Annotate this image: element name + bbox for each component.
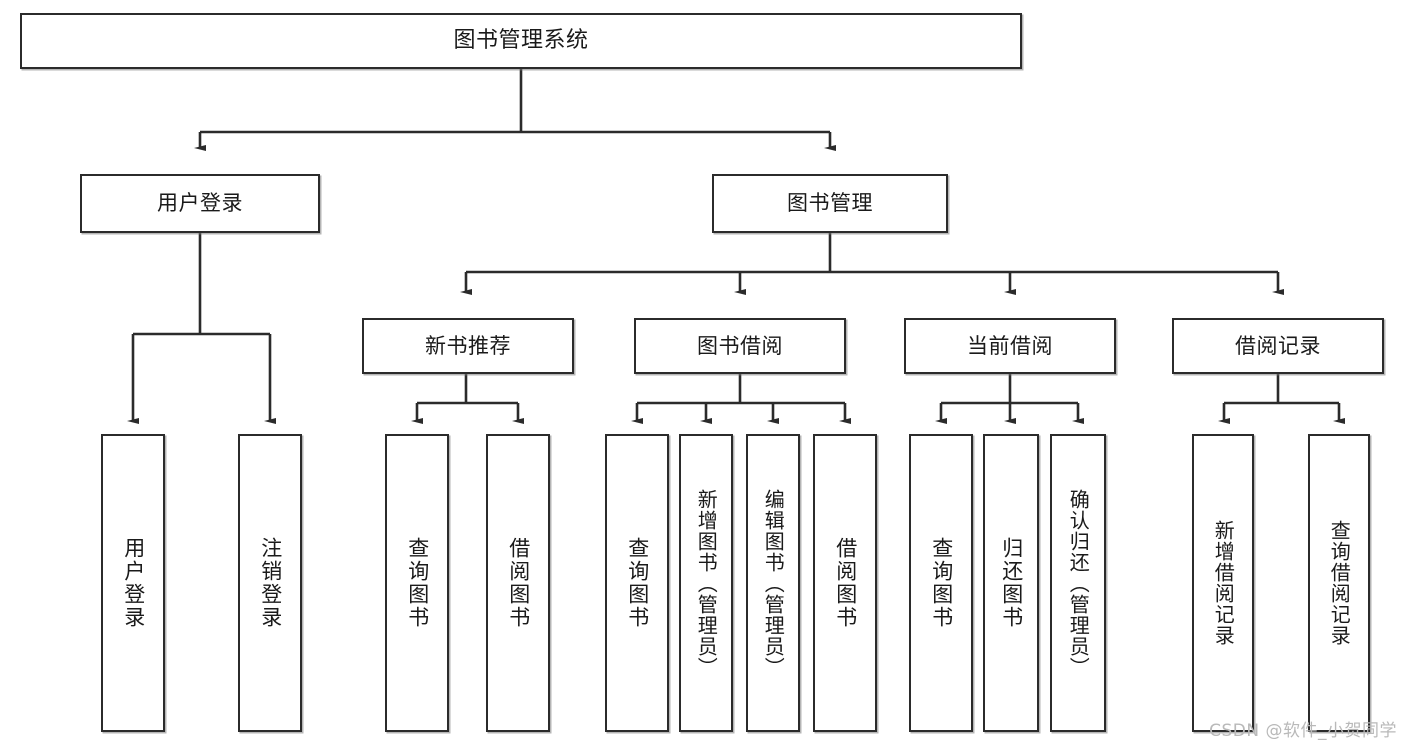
- node-label: 查询图书: [405, 537, 430, 629]
- node-leaf-query-book-3[interactable]: 查询图书: [909, 434, 973, 732]
- node-current-borrow[interactable]: 当前借阅: [904, 318, 1116, 374]
- node-leaf-query-record[interactable]: 查询借阅记录: [1308, 434, 1370, 732]
- node-label: 确认归还（管理员）: [1066, 488, 1091, 678]
- node-new-book-recommend[interactable]: 新书推荐: [362, 318, 574, 374]
- node-leaf-add-record[interactable]: 新增借阅记录: [1192, 434, 1254, 732]
- node-label: 图书借阅: [697, 333, 783, 358]
- node-label: 新书推荐: [425, 333, 511, 358]
- node-leaf-confirm-return[interactable]: 确认归还（管理员）: [1050, 434, 1106, 732]
- node-label: 归还图书: [999, 537, 1024, 629]
- node-user-login[interactable]: 用户登录: [80, 174, 320, 233]
- node-label: 查询借阅记录: [1327, 520, 1352, 646]
- node-book-management[interactable]: 图书管理: [712, 174, 948, 233]
- node-root-system[interactable]: 图书管理系统: [20, 13, 1022, 69]
- node-leaf-user-login[interactable]: 用户登录: [101, 434, 165, 732]
- node-leaf-query-book-1[interactable]: 查询图书: [385, 434, 449, 732]
- node-label: 借阅图书: [506, 537, 531, 629]
- node-label: 图书管理系统: [453, 28, 589, 54]
- node-label: 用户登录: [157, 191, 243, 216]
- csdn-watermark: CSDN @软件_小贺同学: [1209, 721, 1397, 741]
- node-book-borrow[interactable]: 图书借阅: [634, 318, 846, 374]
- node-leaf-query-book-2[interactable]: 查询图书: [605, 434, 669, 732]
- node-label: 借阅记录: [1235, 333, 1321, 358]
- node-leaf-logout[interactable]: 注销登录: [238, 434, 302, 732]
- node-label: 新增图书（管理员）: [694, 488, 719, 678]
- node-label: 用户登录: [121, 537, 146, 629]
- node-label: 借阅图书: [833, 537, 858, 629]
- node-label: 查询图书: [625, 537, 650, 629]
- node-leaf-borrow-book-1[interactable]: 借阅图书: [486, 434, 550, 732]
- node-leaf-edit-book[interactable]: 编辑图书（管理员）: [746, 434, 800, 732]
- node-label: 新增借阅记录: [1211, 520, 1236, 646]
- node-label: 图书管理: [787, 191, 873, 216]
- node-label: 查询图书: [929, 537, 954, 629]
- node-borrow-record[interactable]: 借阅记录: [1172, 318, 1384, 374]
- node-leaf-borrow-book-2[interactable]: 借阅图书: [813, 434, 877, 732]
- node-label: 编辑图书（管理员）: [761, 488, 786, 678]
- node-leaf-add-book[interactable]: 新增图书（管理员）: [679, 434, 733, 732]
- node-leaf-return-book[interactable]: 归还图书: [983, 434, 1039, 732]
- node-label: 注销登录: [258, 537, 283, 629]
- node-label: 当前借阅: [967, 333, 1053, 358]
